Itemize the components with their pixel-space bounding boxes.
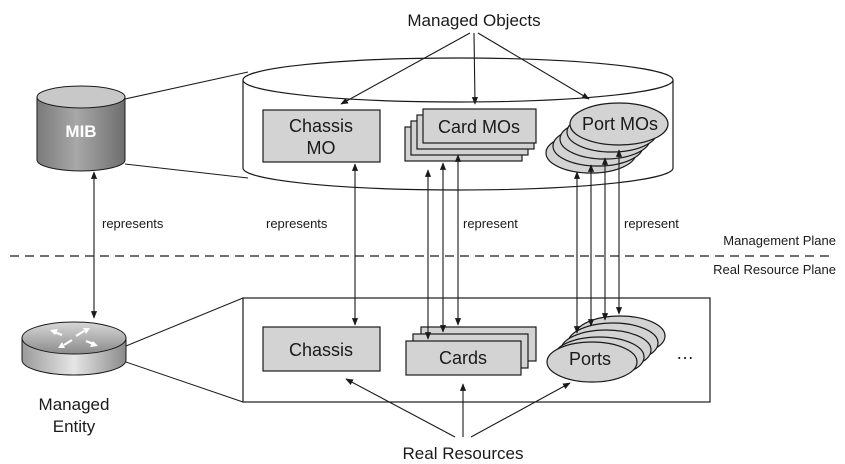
card-mos-stack xyxy=(404,108,537,162)
real-resources-title: Real Resources xyxy=(403,444,524,463)
ports-stack xyxy=(546,315,666,383)
managed-objects-title: Managed Objects xyxy=(407,11,540,30)
chassis-mo-label-line1: Chassis xyxy=(289,116,353,136)
mib-connector-top xyxy=(124,71,249,100)
mib-connector-bottom xyxy=(124,163,249,179)
more-ports-ellipsis: … xyxy=(676,343,694,363)
managed-objects-pointers xyxy=(340,32,590,105)
management-plane-label: Management Plane xyxy=(723,233,836,248)
cards-represent-label: represent xyxy=(463,216,518,231)
mib-label: MIB xyxy=(65,122,96,141)
chassis-mo-box: Chassis MO xyxy=(262,109,381,163)
chassis-mo-label-line2: MO xyxy=(307,138,336,158)
mib-represents-label: represents xyxy=(102,216,164,231)
ports-represent-label: represent xyxy=(624,216,679,231)
chassis-represents-label: represents xyxy=(266,216,328,231)
cards-stack xyxy=(405,326,537,376)
router-icon xyxy=(21,321,127,376)
represents-arrows xyxy=(90,149,623,340)
ports-label: Ports xyxy=(569,349,611,369)
card-mos-label: Card MOs xyxy=(438,117,520,137)
real-resources-pointers xyxy=(345,378,571,438)
cards-label: Cards xyxy=(439,348,487,368)
managed-entity-label-line1: Managed xyxy=(39,395,110,414)
entity-connector-top xyxy=(125,297,244,347)
real-resource-plane-label: Real Resource Plane xyxy=(713,262,836,277)
port-mos-label: Port MOs xyxy=(582,114,658,134)
entity-connector-bottom xyxy=(125,361,244,403)
port-mos-stack xyxy=(545,102,669,174)
chassis-label: Chassis xyxy=(289,340,353,360)
mib-cylinder xyxy=(36,85,126,172)
chassis-box: Chassis xyxy=(262,326,381,372)
managed-entity-label-line2: Entity xyxy=(53,417,96,436)
